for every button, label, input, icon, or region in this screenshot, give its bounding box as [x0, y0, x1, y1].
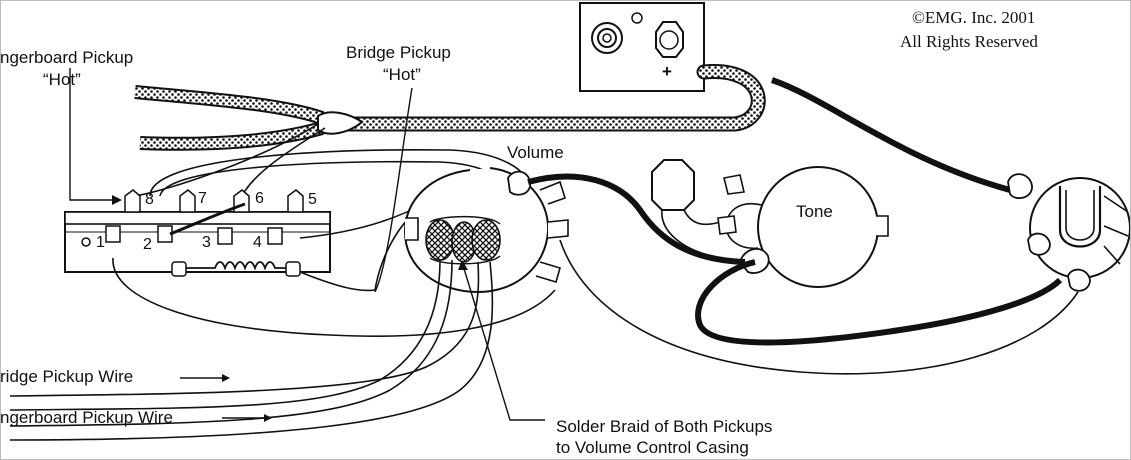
output-jack [1007, 173, 1131, 292]
volume-label: Volume [507, 143, 564, 162]
switch-terminal-2: 2 [143, 236, 152, 253]
copyright-line-1: ©EMG. Inc. 2001 [912, 8, 1036, 27]
pickup-selector-switch: 1 2 3 4 5 6 7 8 [64, 189, 331, 277]
switch-terminal-7: 7 [198, 190, 207, 207]
switch-terminal-5: 5 [308, 191, 317, 208]
tone-pot [717, 166, 889, 288]
switch-terminal-3: 3 [202, 234, 211, 251]
tone-ground-wire [695, 259, 1063, 346]
fingerboard-pickup-hot-quote: “Hot” [43, 70, 81, 89]
switch-hot-jumper [169, 202, 246, 236]
jack-plus-label: + [662, 62, 672, 81]
solder-braid-label-1: Solder Braid of Both Pickups [556, 417, 773, 436]
switch-terminal-8: 8 [145, 191, 154, 208]
copyright-line-2: All Rights Reserved [900, 32, 1038, 51]
fingerboard-pickup-hot-label: ngerboard Pickup [0, 48, 134, 67]
solder-braid-label-2: to Volume Control Casing [556, 438, 749, 457]
volume-to-tone-wire [527, 173, 746, 265]
switch-terminal-1: 1 [96, 234, 105, 251]
tone-capacitor [651, 159, 721, 259]
switch-terminal-6: 6 [255, 190, 264, 207]
switch-terminal-4: 4 [253, 234, 262, 251]
jack-hot-wire [771, 77, 1011, 193]
bridge-pickup-hot-quote: “Hot” [383, 65, 421, 84]
output-jack-plate [579, 2, 705, 92]
bridge-pickup-wire-label: ridge Pickup Wire [0, 367, 134, 386]
fingerboard-pickup-wire-label: ngerboard Pickup Wire [0, 408, 173, 427]
solder-braid [425, 215, 501, 265]
bridge-pickup-hot-label: Bridge Pickup [346, 43, 451, 62]
tone-label: Tone [796, 202, 833, 221]
cable-junction-sleeve [317, 111, 364, 135]
